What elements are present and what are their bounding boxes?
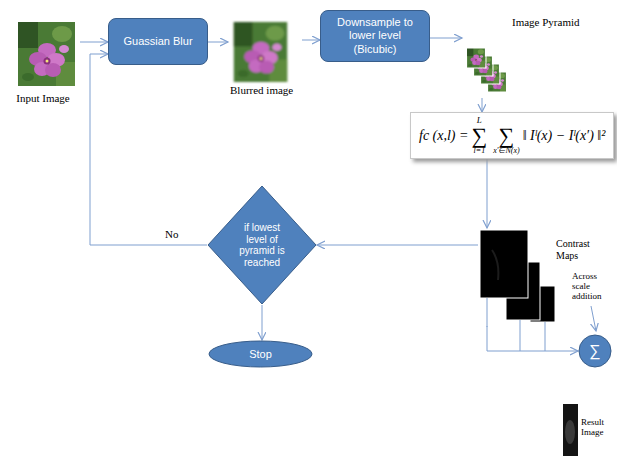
annotation-label: Across scale addition [572, 272, 614, 302]
blurred-photo [234, 22, 287, 82]
box-text-wrap: Downsample to lower level (Bicubic) [321, 11, 429, 61]
sum-upper-limit: L [477, 116, 482, 125]
image-caption: Blurred image [230, 84, 302, 97]
box-label: Downsample to lower level (Bicubic) [327, 16, 423, 56]
image-caption: Contrast Maps [556, 238, 614, 261]
contrast-map-stack [480, 230, 555, 322]
sum-sign: ∑ [471, 125, 487, 147]
box-text-wrap: Guassian Blur [109, 19, 207, 64]
ellipse-shape [209, 341, 312, 367]
shape-label: Stop [249, 348, 272, 361]
image-caption: Result Image [581, 417, 613, 438]
connector [80, 42, 108, 43]
result-image: Result Image [561, 403, 615, 457]
diamond-shape [208, 186, 316, 304]
sum-lower-limit: x′∈N(x) [493, 147, 520, 155]
connector [90, 54, 207, 245]
blurred-image: Blurred image [228, 18, 302, 108]
sum-column: ∑x′∈N(x) [493, 116, 520, 155]
shape-label: if lowest level of pyramid is reached [237, 222, 287, 268]
connector [302, 40, 320, 41]
process-box: Guassian Blur [108, 18, 208, 65]
connector [317, 245, 478, 246]
terminal-ellipse: Stop [208, 340, 313, 368]
shape-text-column: if lowest level of pyramid is reached [237, 222, 287, 268]
leader-arrow [591, 306, 596, 331]
shape-text-column: ∑ [589, 342, 600, 360]
box-text-column: Downsample to lower level (Bicubic) [327, 16, 423, 56]
formula-term: ‖ Iˡ(x) − Iˡ(x′) ‖² [523, 128, 606, 144]
sum-circle: ∑ [578, 334, 612, 368]
edge-label: No [163, 228, 180, 240]
connector [487, 159, 488, 228]
process-box: Downsample to lower level (Bicubic) [320, 10, 430, 62]
shape-text-wrap: ∑ [578, 334, 612, 368]
box-label: Guassian Blur [123, 35, 192, 48]
ellipse-shape [579, 335, 611, 367]
decision-diamond: if lowest level of pyramid is reached [207, 185, 317, 305]
sum-symbol: ∑ [589, 342, 600, 360]
sum-lower-limit: l=1 [474, 147, 486, 155]
connector [208, 42, 228, 43]
image-caption: Input Image [8, 92, 78, 105]
image-pyramid: Image Pyramid [462, 12, 612, 98]
connector [430, 38, 462, 39]
result-photo [563, 404, 578, 456]
pyramid-stack [466, 48, 507, 92]
sum-column: L∑l=1 [471, 116, 487, 155]
input-photo [18, 22, 75, 86]
merge-lines [487, 298, 545, 351]
shape-text-wrap: if lowest level of pyramid is reached [207, 185, 317, 305]
connector [262, 305, 263, 340]
connector [487, 326, 578, 351]
input-image: Input Image [6, 18, 80, 110]
connector [482, 98, 483, 112]
box-text-column: Guassian Blur [123, 35, 192, 48]
image-caption: Image Pyramid [512, 16, 608, 29]
formula-term: fc (x,l) = [419, 128, 468, 144]
sum-sign: ∑ [499, 125, 515, 147]
shape-text-column: Stop [249, 348, 272, 361]
formula-box: fc (x,l) =L∑l=1∑x′∈N(x)‖ Iˡ(x) − Iˡ(x′) … [410, 112, 614, 159]
shape-text-wrap: Stop [208, 340, 313, 368]
